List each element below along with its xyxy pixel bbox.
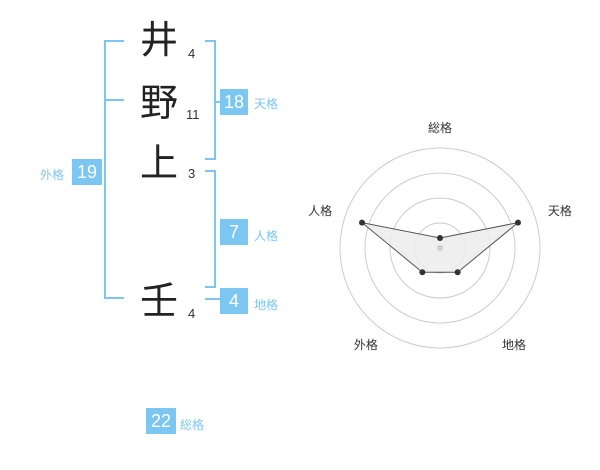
- radar-point: [437, 235, 443, 241]
- chikaku-label: 地格: [254, 298, 279, 312]
- chikaku-badge: 4: [220, 288, 248, 314]
- jinkaku-badge: 7: [220, 219, 248, 245]
- gaikaku-bracket-mid: [104, 99, 124, 101]
- gaikaku-bracket-vertical: [104, 40, 106, 299]
- radar-axis-label: 総格: [428, 120, 452, 135]
- tenkaku-bracket-bottom: [205, 158, 216, 160]
- gaikaku-badge: 19: [72, 159, 102, 185]
- stroke-count-3: 3: [188, 166, 196, 181]
- tenkaku-bracket-vertical: [214, 40, 216, 160]
- gaikaku-label: 外格: [40, 168, 65, 182]
- radar-point: [454, 269, 461, 276]
- tenkaku-bracket-link: [214, 101, 222, 103]
- radar-axis-label: 外格: [354, 337, 378, 352]
- radar-point: [514, 219, 521, 226]
- chikaku-connector: [205, 298, 220, 300]
- soukaku-label: 総格: [180, 418, 205, 432]
- tenkaku-bracket-top: [205, 40, 216, 42]
- name-char-1: 井: [140, 18, 179, 62]
- radar-grid-ring: [339, 147, 541, 349]
- stroke-count-1: 4: [188, 46, 196, 61]
- name-char-4: 壬: [140, 279, 179, 323]
- jinkaku-label: 人格: [254, 229, 279, 243]
- gaikaku-bracket-bottom: [104, 297, 124, 299]
- name-char-2: 野: [140, 81, 179, 125]
- radar-point: [359, 219, 366, 226]
- stroke-count-2: 11: [186, 107, 200, 122]
- soukaku-badge: 22: [146, 408, 176, 434]
- tenkaku-badge: 18: [220, 89, 248, 115]
- tenkaku-label: 天格: [254, 97, 279, 111]
- jinkaku-bracket-vertical: [214, 170, 216, 288]
- jinkaku-bracket-top: [205, 170, 216, 172]
- radar-axis-label: 人格: [308, 203, 332, 218]
- gaikaku-bracket-top: [104, 40, 124, 42]
- radar-point: [419, 269, 426, 276]
- radar-grid-ring: [389, 197, 491, 299]
- radar-center-dot: [437, 245, 443, 251]
- jinkaku-bracket-bottom: [205, 286, 216, 288]
- radar-axis-label: 地格: [502, 337, 526, 352]
- stroke-count-4: 4: [188, 306, 196, 321]
- radar-grid-ring: [364, 172, 516, 324]
- name-char-3: 上: [140, 141, 179, 185]
- radar-axis-label: 天格: [548, 203, 572, 218]
